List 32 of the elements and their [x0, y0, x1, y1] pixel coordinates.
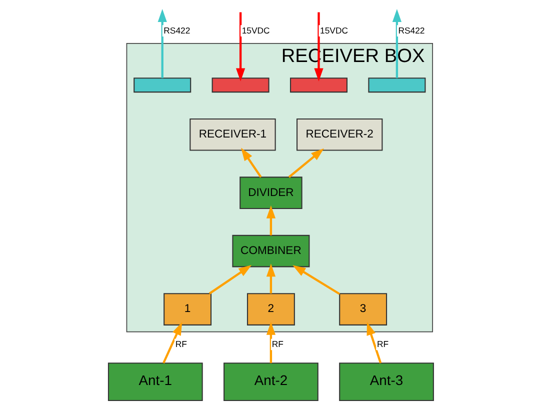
- edge-label: RF: [376, 339, 388, 350]
- node-box: [368, 78, 426, 93]
- edge-label: RS422: [398, 25, 424, 36]
- edge-label: 15VDC: [320, 25, 348, 36]
- arrow: [208, 265, 252, 294]
- arrow: [240, 148, 262, 178]
- node-box: [133, 78, 191, 93]
- node-box: [211, 78, 269, 93]
- edge-label: 15VDC: [241, 25, 270, 36]
- edge-label: RS422: [163, 25, 190, 36]
- node-box: COMBINER: [232, 234, 310, 268]
- arrow: [366, 322, 382, 364]
- edge-label: RF: [174, 339, 186, 350]
- node-box: RECEIVER-1: [189, 118, 276, 151]
- node-box: Ant-1: [107, 362, 202, 402]
- arrow: [288, 148, 324, 178]
- arrow: [292, 265, 340, 295]
- node-box: 1: [163, 293, 212, 326]
- node-box: 3: [338, 293, 387, 326]
- arrow: [162, 322, 182, 364]
- arrow: [235, 12, 245, 82]
- node-box: Ant-3: [338, 362, 434, 402]
- node-box: 2: [246, 293, 294, 326]
- arrow: [266, 322, 276, 364]
- node-box: RECEIVER-2: [296, 118, 382, 151]
- edge-label: RF: [271, 339, 283, 350]
- arrow: [266, 205, 276, 236]
- node-box: DIVIDER: [239, 176, 302, 209]
- node-box: Ant-2: [223, 362, 318, 402]
- arrow: [266, 264, 276, 294]
- node-box: [289, 78, 347, 93]
- arrow: [157, 8, 166, 78]
